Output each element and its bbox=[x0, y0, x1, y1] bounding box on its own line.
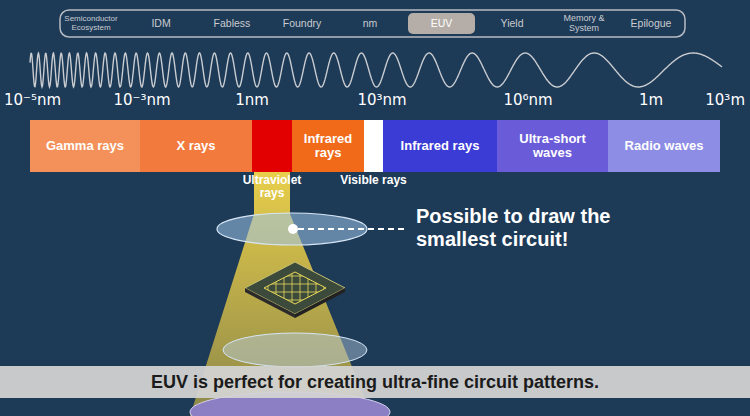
scale-label: 10³m bbox=[705, 91, 745, 109]
scale-label: 10⁻⁵nm bbox=[4, 91, 61, 109]
nav-bar bbox=[60, 10, 685, 37]
nav-tab: IDM bbox=[135, 12, 187, 35]
band-caption: Visible rays bbox=[329, 172, 419, 187]
spectrum-band: Radio waves bbox=[608, 120, 720, 172]
nav-tab: Foundry bbox=[272, 12, 332, 35]
node-text: Epilogue bbox=[629, 18, 674, 30]
spectrum-band: Infrared rays bbox=[383, 120, 497, 172]
node-text: Ultraviolet rays bbox=[227, 172, 317, 200]
node-text: Ultra-short waves bbox=[497, 132, 608, 161]
nav-tab: Fabless bbox=[202, 12, 262, 35]
node-text: X rays bbox=[174, 139, 217, 153]
spectrum-band: X rays bbox=[140, 120, 252, 172]
node-text: Infrared rays bbox=[399, 139, 482, 153]
node-text: nm bbox=[361, 18, 380, 30]
nav-tab-active: EUV bbox=[408, 13, 475, 34]
node-text: Yield bbox=[499, 18, 526, 30]
callout-dot bbox=[288, 224, 298, 234]
node-text: Memory & System bbox=[548, 14, 620, 34]
caption: EUV is perfect for creating ultra-fine c… bbox=[0, 372, 750, 393]
chip bbox=[245, 262, 345, 318]
node-text: Semiconductor Ecosystem bbox=[62, 15, 119, 33]
scale-label: 1m bbox=[639, 91, 663, 109]
scale-label: 10³nm bbox=[357, 91, 406, 109]
band-caption: Ultraviolet rays bbox=[227, 172, 317, 200]
node-text: IDM bbox=[149, 18, 172, 30]
leader-line bbox=[298, 228, 408, 230]
nav-tab: Memory & System bbox=[548, 12, 620, 35]
nav-tab: Epilogue bbox=[622, 12, 680, 35]
nav-tab: Semiconductor Ecosystem bbox=[64, 12, 118, 35]
node-text: EUV bbox=[429, 18, 455, 30]
spectrum-band: Infrared rays bbox=[292, 120, 364, 172]
node-text: Gamma rays bbox=[44, 139, 126, 153]
scale-label: 1nm bbox=[235, 91, 269, 109]
spectrum-band: Gamma rays bbox=[30, 120, 140, 172]
node-text: Visible rays bbox=[329, 172, 419, 187]
wave-line bbox=[30, 53, 722, 87]
caption-band bbox=[0, 366, 750, 398]
node-text: Infrared rays bbox=[292, 132, 364, 161]
node-text: Radio waves bbox=[623, 139, 706, 153]
spectrum-band: Visible rays bbox=[364, 120, 383, 172]
nav-tab: nm bbox=[342, 12, 398, 35]
scale-label: 10⁶nm bbox=[503, 91, 552, 109]
mask-plate bbox=[223, 333, 367, 367]
node-text: Fabless bbox=[212, 18, 253, 30]
callout-text: Possible to draw the smallest circuit! bbox=[416, 205, 666, 251]
node-text: Foundry bbox=[281, 18, 324, 30]
nav-tab: Yield bbox=[484, 12, 540, 35]
spectrum-band: Ultraviolet rays bbox=[252, 120, 292, 172]
spectrum-band: Ultra-short waves bbox=[497, 120, 608, 172]
lens bbox=[217, 213, 367, 245]
scale-label: 10⁻³nm bbox=[113, 91, 170, 109]
